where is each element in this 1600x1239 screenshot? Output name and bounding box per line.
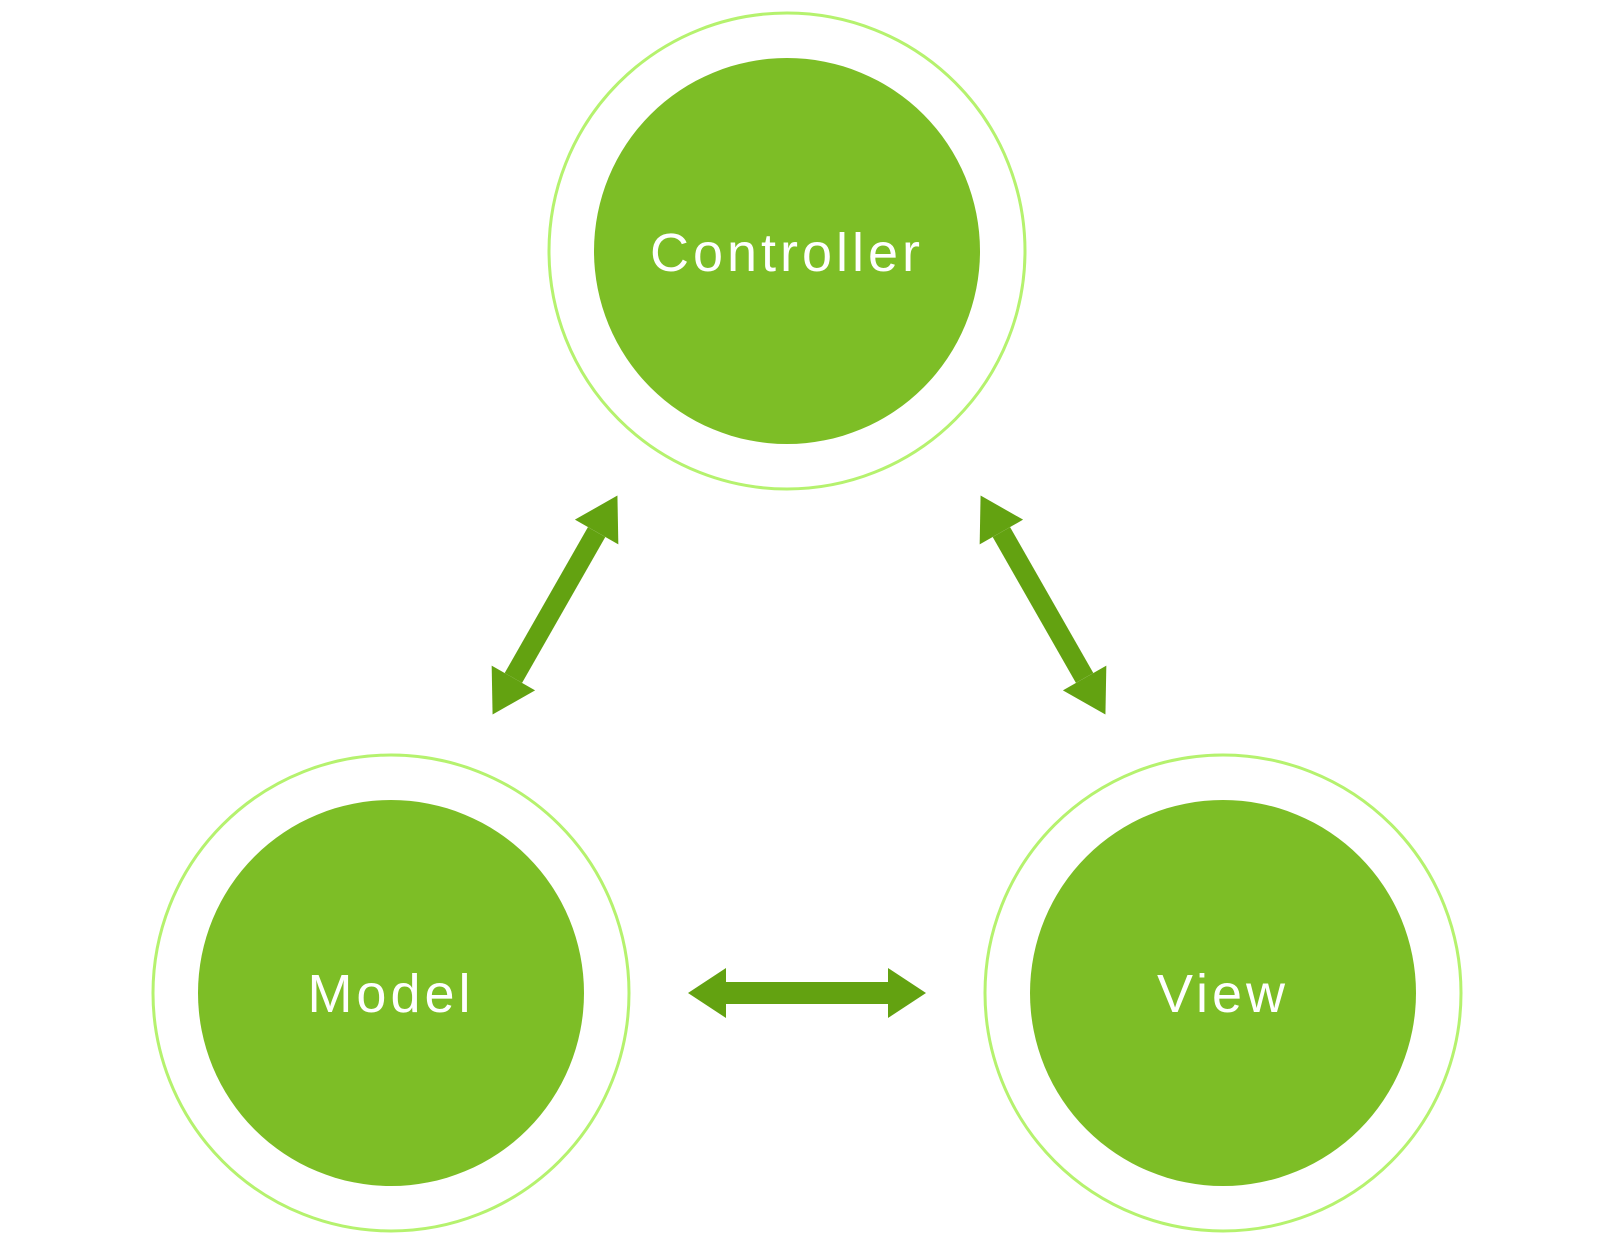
arrow-model-view-head-right <box>888 968 926 1018</box>
arrow-controller-model-head-up <box>574 495 619 545</box>
view-node: View <box>983 753 1463 1233</box>
arrow-controller-view <box>979 495 1107 715</box>
arrow-controller-model <box>491 495 619 715</box>
arrow-controller-view-head-down <box>1062 665 1107 715</box>
arrow-model-view-head-left <box>688 968 726 1018</box>
view-label: View <box>1157 964 1289 1024</box>
controller-circle <box>594 58 980 444</box>
arrow-controller-model-head-down <box>491 665 536 715</box>
arrow-controller-view-head-up <box>979 495 1024 545</box>
arrow-controller-model-shaft <box>504 527 606 683</box>
arrow-model-view-shaft <box>726 982 888 1004</box>
arrow-model-view <box>688 968 926 1018</box>
model-node: Model <box>151 753 631 1233</box>
controller-outer-ring <box>547 11 1027 491</box>
controller-label: Controller <box>650 223 924 283</box>
arrow-controller-view-shaft <box>992 527 1094 683</box>
model-label: Model <box>307 964 474 1024</box>
model-outer-ring <box>151 753 631 1233</box>
controller-node: Controller <box>547 11 1027 491</box>
view-outer-ring <box>983 753 1463 1233</box>
model-circle <box>198 800 584 1186</box>
view-circle <box>1030 800 1416 1186</box>
